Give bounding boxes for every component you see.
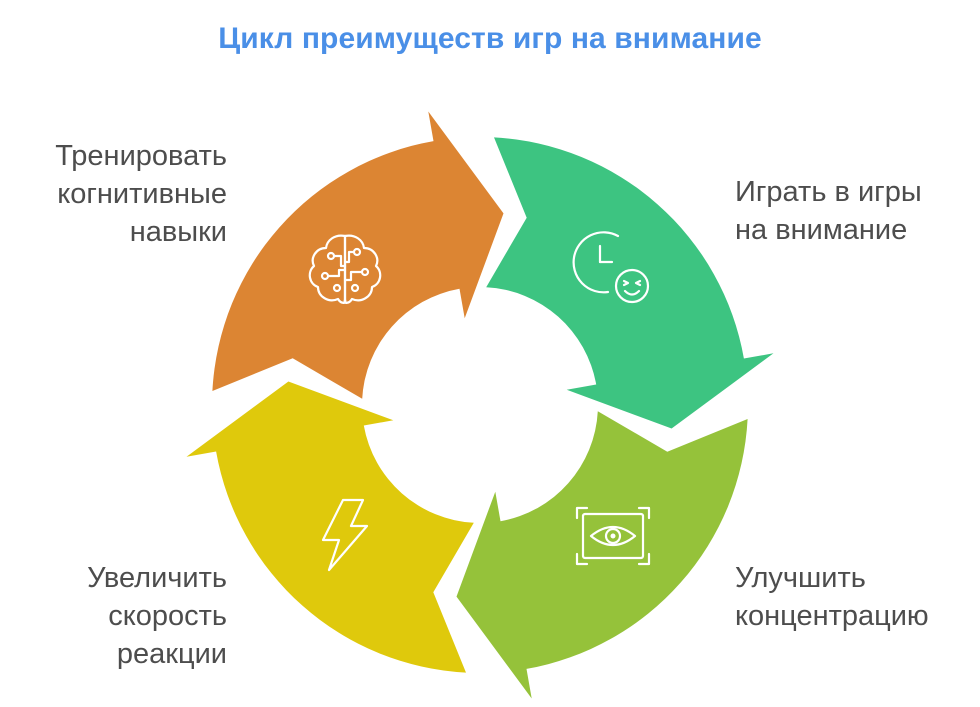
step-label-improve-concentration: Улучшить концентрацию xyxy=(735,562,929,632)
lightning-icon xyxy=(321,498,369,572)
clock-smiley-icon xyxy=(572,231,650,304)
segment-play xyxy=(486,137,774,429)
cycle-segments xyxy=(186,111,774,699)
brain-circuit-icon xyxy=(308,234,382,304)
segment-focus xyxy=(456,411,748,699)
eye-focus-icon xyxy=(575,506,651,566)
step-label-train-cognitive-skills: Тренировать когнитивные навыки xyxy=(55,140,227,248)
step-label-play-attention-games: Играть в игры на внимание xyxy=(735,176,922,246)
step-label-increase-reaction-speed: Увеличить скорость реакции xyxy=(87,562,227,670)
diagram-title: Цикл преимуществ игр на внимание xyxy=(218,22,762,55)
